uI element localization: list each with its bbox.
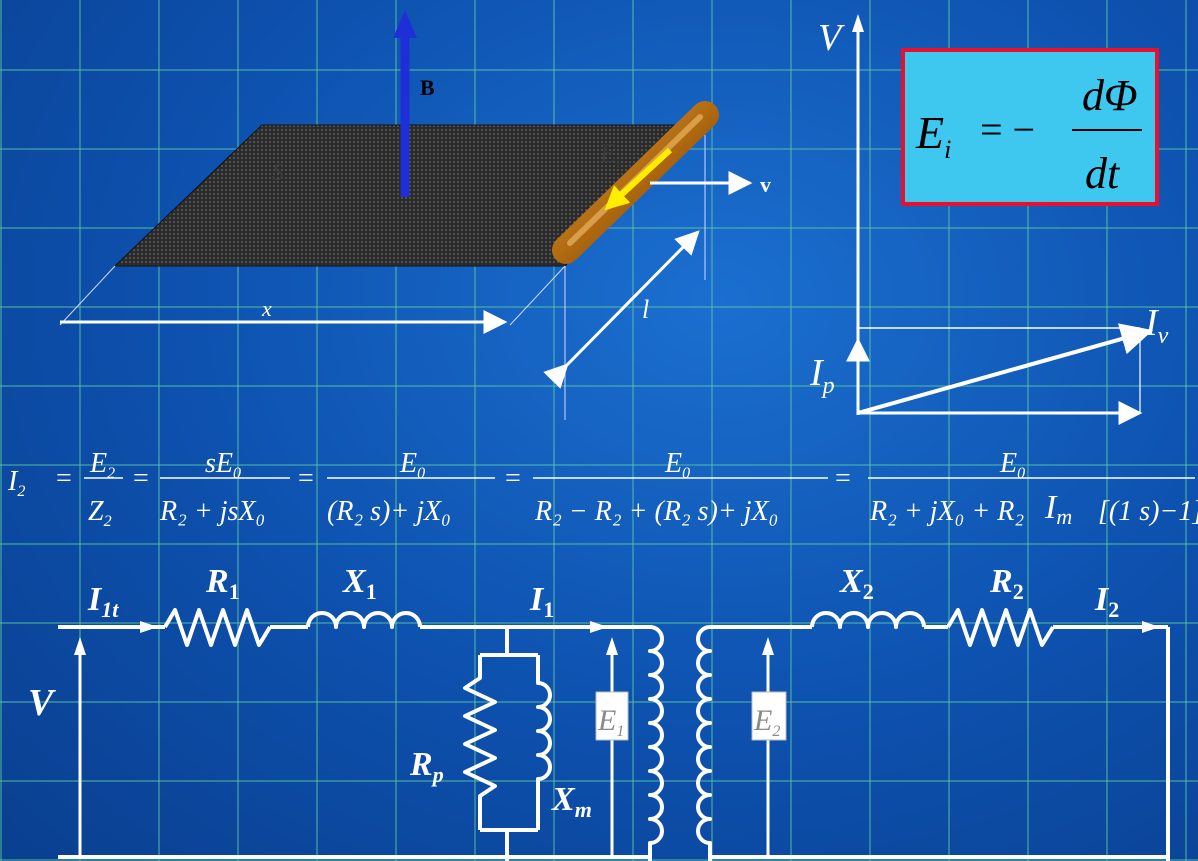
eq-f2-num: sE0 (205, 448, 241, 482)
l-dimension-arrow (543, 230, 700, 389)
eq-f5-tail: [(1 s)−1] (1098, 496, 1198, 527)
formula-numerator: dΦ (1082, 71, 1138, 120)
rotor-current-equation: I2 = E2 Z2 = sE0 R₂ + jsX₀ = E0 (R₂ s)+ … (7, 448, 1198, 530)
inductor-x2 (810, 611, 926, 629)
label-rp: Rp (409, 746, 444, 787)
label-r2: R2 (989, 563, 1024, 604)
ip-label: Ip (809, 352, 835, 399)
eq-f3-num: E0 (399, 448, 425, 482)
v-label: v (760, 172, 771, 197)
resistor-r2 (946, 608, 1055, 647)
eq-equals-4: = (505, 463, 521, 494)
eq-f1-den: Z2 (88, 496, 112, 530)
label-x2: X2 (839, 563, 874, 604)
inductor-x1 (306, 611, 422, 629)
s-label: S (272, 160, 284, 186)
winding-voltage-labels: E1 E2 (597, 704, 780, 740)
iv-label: Iv (1144, 302, 1169, 349)
label-e1: E1 (597, 704, 624, 740)
label-r1: R1 (205, 563, 240, 604)
label-x1: X1 (342, 563, 377, 604)
eq-f4-num: E0 (664, 448, 690, 482)
vi-graph: V Iv Ip (809, 14, 1169, 425)
eq-f3-den: (R₂ s)+ jX₀ (327, 496, 451, 527)
eq-f5-im: Im (1044, 489, 1072, 529)
eq-i2: I2 (7, 466, 25, 500)
v-axis-label: V (818, 17, 845, 59)
label-i1: I1 (529, 581, 554, 622)
eq-f4-den: R₂ − R₂ + (R₂ s)+ jX₀ (534, 496, 778, 527)
l-label: l (642, 295, 649, 324)
eq-equals-1: = (56, 463, 72, 494)
induced-emf-formula: Ei = − dΦ dt (901, 48, 1159, 206)
eq-equals-2: = (133, 463, 149, 494)
e-label: Ei (599, 139, 620, 172)
formula-box (901, 48, 1159, 206)
formula-lhs: Ei (915, 107, 951, 164)
label-v: V (28, 682, 56, 724)
primary-winding (648, 625, 664, 861)
label-i2: I2 (1094, 581, 1119, 622)
iv-phasor (857, 323, 1154, 415)
b-label: B (420, 75, 435, 100)
eq-f1-num: E2 (89, 448, 115, 482)
inductor-xm (536, 655, 552, 830)
label-xm: Xm (551, 781, 592, 822)
formula-equals: = − (980, 107, 1035, 152)
secondary-winding (696, 625, 712, 861)
label-i1t: I1t (87, 581, 119, 622)
x-label: x (261, 296, 272, 321)
eq-f5-den: R₂ + jX₀ + R₂ (869, 496, 1024, 527)
eq-equals-3: = (298, 463, 314, 494)
eq-f5-num: E0 (999, 448, 1025, 482)
equivalent-circuit (58, 608, 1170, 861)
formula-denominator: dt (1085, 149, 1121, 198)
label-e2: E2 (753, 704, 780, 740)
eq-equals-5: = (835, 463, 851, 494)
eq-f2-den: R₂ + jsX₀ (159, 496, 265, 527)
resistor-r1 (163, 608, 272, 647)
current-arrow (604, 147, 673, 211)
circuit-labels: I1t R1 X1 I1 X2 R2 I2 V Rp Xm (28, 563, 1119, 822)
resistor-rp (463, 655, 497, 830)
induction-illustration: B S Ei v x l (59, 10, 771, 420)
